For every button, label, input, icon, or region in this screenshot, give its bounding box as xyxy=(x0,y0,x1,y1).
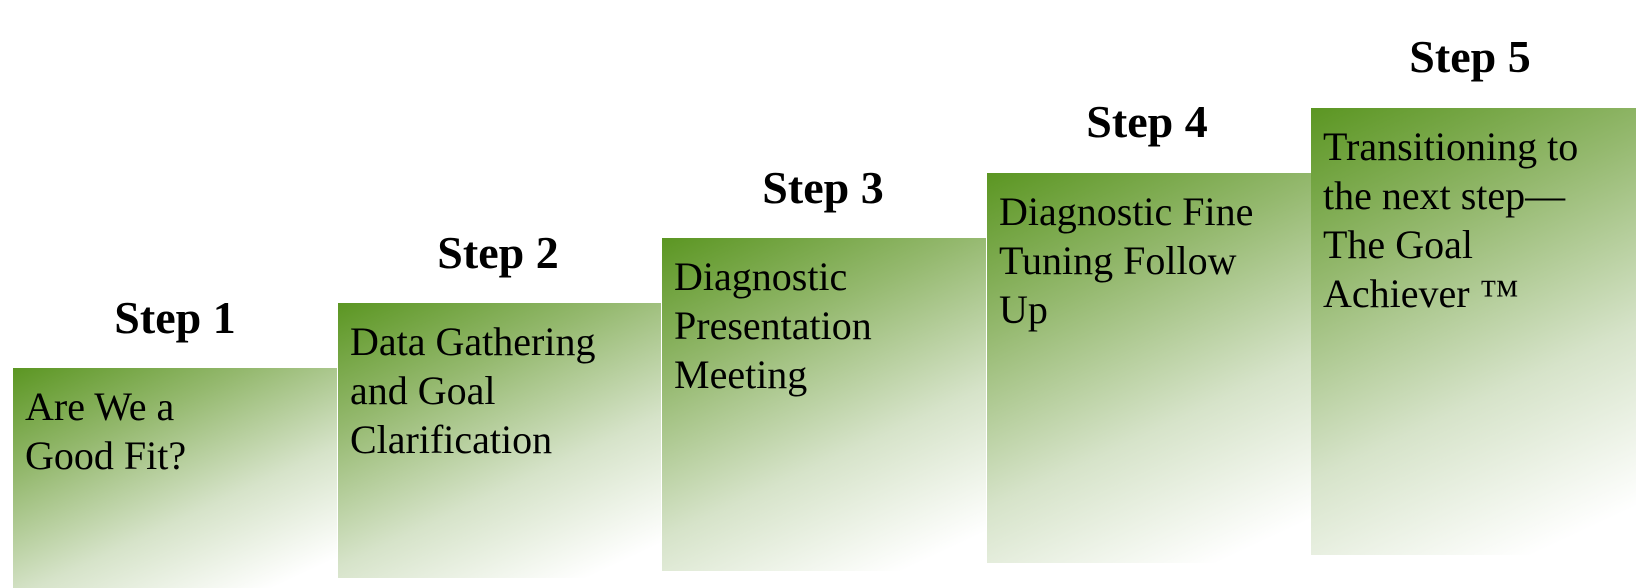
step-4-description: Diagnostic Fine Tuning Follow Up xyxy=(999,189,1254,332)
step-4-title: Step 4 xyxy=(1086,96,1208,147)
step-1-description: Are We a Good Fit? xyxy=(25,384,187,478)
step-2-box: Data Gathering and Goal Clarification xyxy=(338,303,661,578)
step-2-description: Data Gathering and Goal Clarification xyxy=(350,319,596,462)
step-1-box: Are We a Good Fit? xyxy=(13,368,337,588)
step-1-title: Step 1 xyxy=(114,292,236,343)
step-5-description: Transitioning to the next step— The Goal… xyxy=(1323,124,1579,316)
step-3-box: Diagnostic Presentation Meeting xyxy=(662,238,986,571)
step-4-box: Diagnostic Fine Tuning Follow Up xyxy=(987,173,1311,563)
step-5-title: Step 5 xyxy=(1409,31,1531,82)
step-3-title: Step 3 xyxy=(762,162,884,213)
step-3-description: Diagnostic Presentation Meeting xyxy=(674,254,872,397)
step-5-box: Transitioning to the next step— The Goal… xyxy=(1311,108,1636,555)
step-2-title: Step 2 xyxy=(437,227,559,278)
